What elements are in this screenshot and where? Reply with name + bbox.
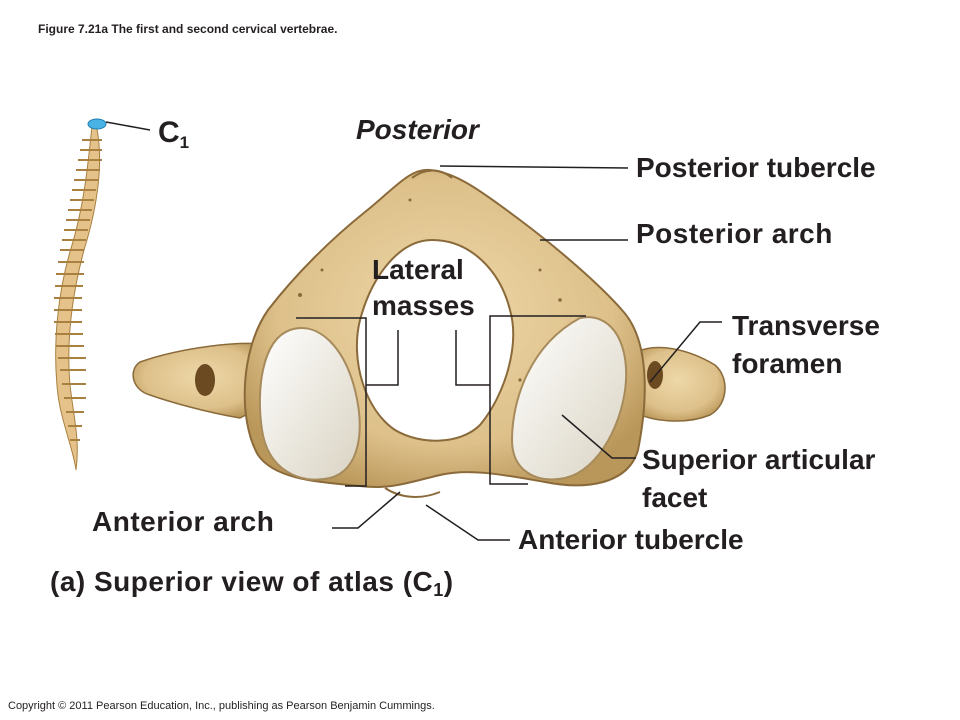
leader-lines [296,165,722,541]
transverse-foramen-label-line1: Transverse [732,310,880,341]
figure-caption: Figure 7.21a The first and second cervic… [38,22,338,36]
lateral-masses-label-line1: Lateral [372,254,464,285]
anterior-arch-leader [332,491,401,529]
c1-highlight [87,118,107,130]
lateral-masses-right-bracket [489,315,586,485]
lateral-masses-right-leader [455,330,490,386]
transverse-foramen-leader [649,321,722,383]
superior-articular-facet-label-line2: facet [642,482,708,513]
anterior-tubercle-label: Anterior tubercle [518,524,744,555]
left-transverse-foramen [195,364,215,396]
anterior-arch-label: Anterior arch [92,506,275,537]
posterior-arch-label: Posterior arch [636,218,833,249]
atlas-bone [132,168,726,498]
copyright-notice: Copyright © 2011 Pearson Education, Inc.… [8,700,435,712]
c1-label: C1 [158,116,190,152]
posterior-tubercle-label: Posterior tubercle [636,152,876,183]
superior-articular-facet-label-line1: Superior articular [642,444,876,475]
posterior-tubercle [411,169,453,179]
c1-leader-line [105,121,151,131]
lateral-masses-left-leader [366,330,399,386]
anterior-tubercle-leader [425,504,510,541]
transverse-foramen-label-line2: foramen [732,348,843,379]
lateral-masses-left-bracket [296,317,367,487]
anterior-tubercle [384,487,441,498]
posterior-tubercle-leader [439,165,629,169]
posterior-orientation-label: Posterior [356,114,479,145]
left-superior-articular-facet [258,327,361,481]
right-superior-articular-facet [510,316,628,481]
vertebral-column-thumbnail [54,118,107,471]
superior-articular-facet-leader [561,414,636,459]
lateral-masses-label-line2: masses [372,290,475,321]
view-caption: (a) Superior view of atlas (C1) [50,566,454,600]
